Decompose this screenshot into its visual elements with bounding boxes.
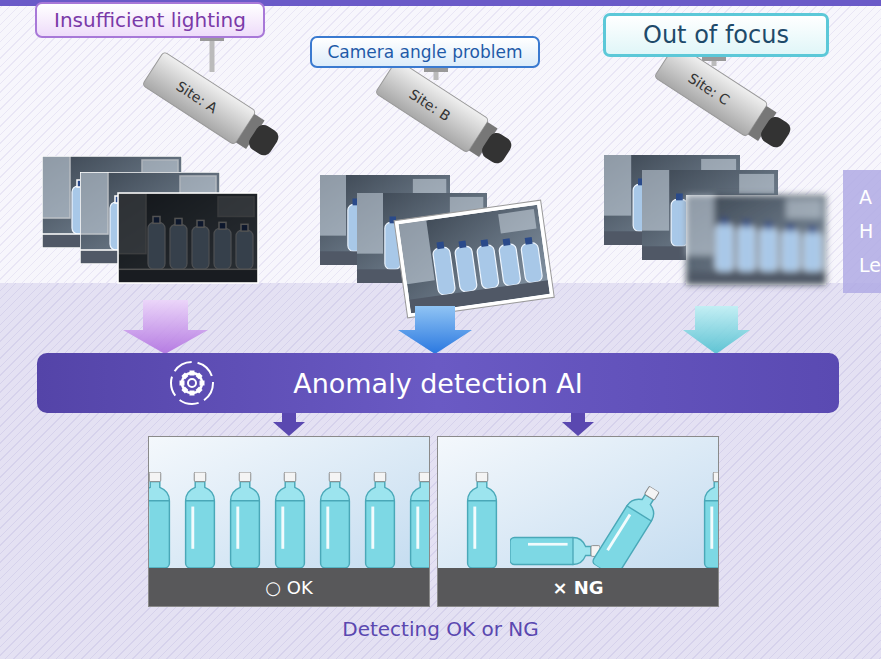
node-text: Out of focus — [643, 21, 789, 49]
flow-arrow — [562, 413, 594, 436]
issue-label: Out of focus — [603, 13, 829, 57]
side-panel: AHLe — [843, 170, 881, 293]
issue-label: Camera angle problem — [310, 36, 540, 68]
status-bar: × NG — [438, 568, 718, 606]
flow-arrow — [273, 413, 305, 436]
node-text: Camera angle problem — [327, 42, 522, 62]
issue-label: Insufficient lighting — [35, 2, 265, 38]
node-text: H — [859, 214, 881, 248]
node-text: Insufficient lighting — [54, 8, 246, 32]
gear-icon — [167, 358, 217, 408]
result-panel: × NG — [437, 436, 719, 607]
status-bar: ○ OK — [149, 568, 429, 606]
node-text: Anomaly detection AI — [293, 368, 583, 399]
result-panel: ○ OK — [148, 436, 430, 607]
node-text: Le — [859, 248, 881, 282]
caption-text: Detecting OK or NG — [0, 617, 881, 641]
ai-band: Anomaly detection AI — [37, 353, 839, 413]
node-text: A — [859, 180, 881, 214]
